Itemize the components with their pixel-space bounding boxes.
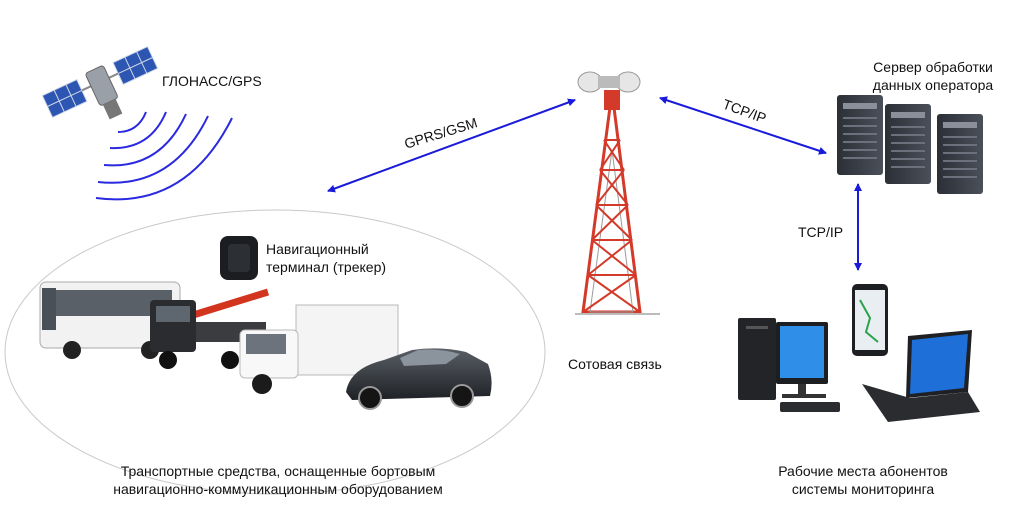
- tracker-label-line2: терминал (трекер): [266, 259, 387, 275]
- server-label: Сервер обработки данных оператора: [862, 58, 1004, 94]
- sedan-car-icon: [346, 348, 492, 410]
- link-label-server-workstations: TCP/IP: [798, 224, 844, 240]
- crane-truck-icon: [150, 288, 270, 369]
- server-label-line1: Сервер обработки: [873, 59, 993, 75]
- satellite-label: ГЛОНАСС/GPS: [162, 73, 262, 89]
- vehicles-group-outline: [4, 209, 546, 495]
- server-rack-icon: [837, 95, 983, 194]
- arrow-tower-server: [659, 96, 827, 155]
- vehicles-label-line2: навигационно-коммуникационным оборудован…: [113, 481, 443, 497]
- smartphone-icon: [852, 284, 888, 356]
- tracker-label-line1: Навигационный: [266, 241, 369, 257]
- workstations-label-line2: системы мониторинга: [791, 481, 935, 497]
- satellite-signal-waves: [95, 111, 233, 201]
- vehicles-label: Транспортные средства, оснащенные бортов…: [88, 462, 468, 498]
- laptop-icon: [862, 330, 980, 422]
- cell-tower-icon: [575, 71, 660, 315]
- bus-icon: [39, 281, 181, 359]
- gps-tracker-icon: [220, 236, 258, 280]
- satellite-icon: [41, 45, 159, 120]
- vehicles-label-line1: Транспортные средства, оснащенные бортов…: [120, 463, 436, 479]
- workstations-label: Рабочие места абонентов системы монитори…: [748, 462, 978, 498]
- tracker-label: Навигационный терминал (трекер): [266, 240, 386, 276]
- arrow-vehicles-tower: [327, 98, 576, 193]
- workstations-label-line1: Рабочие места абонентов: [778, 463, 948, 479]
- server-label-line2: данных оператора: [872, 77, 994, 93]
- tower-label: Сотовая связь: [568, 356, 662, 372]
- desktop-pc-icon: [738, 318, 840, 412]
